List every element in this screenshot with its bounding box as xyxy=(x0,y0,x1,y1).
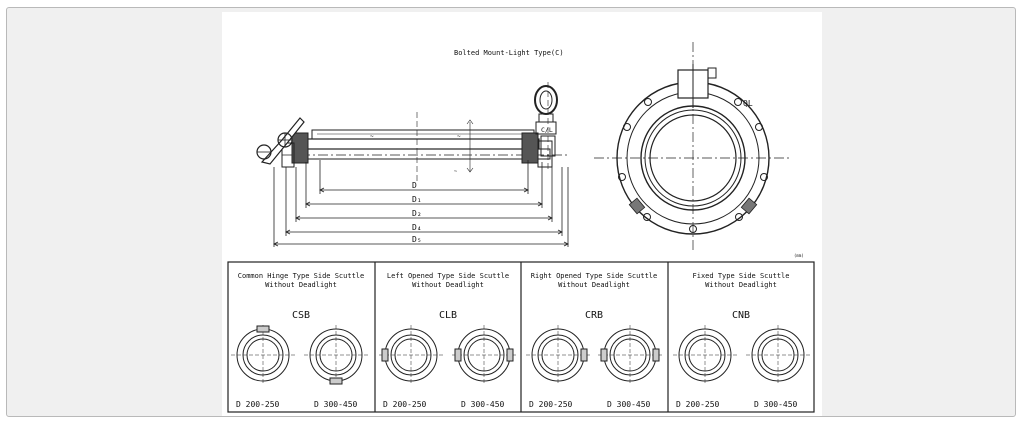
variant-subheading-cnb: Without Deadlight xyxy=(705,281,777,289)
range-small-csb: D 200-250 xyxy=(236,400,280,409)
variant-code-cnb: CNB xyxy=(732,310,750,321)
variant-code-csb: CSB xyxy=(292,310,310,321)
dim-label-d: D xyxy=(412,181,417,190)
variant-subheading-crb: Without Deadlight xyxy=(558,281,630,289)
dim-label-d4: D₄ xyxy=(412,223,422,232)
variant-subheading-clb: Without Deadlight xyxy=(412,281,484,289)
dim-label-d2: D₂ xyxy=(412,209,422,218)
side-section-view: C/L ~ ~ ~ xyxy=(256,82,567,182)
variant-heading-cnb: Fixed Type Side Scuttle xyxy=(693,272,790,280)
variant-heading-crb: Right Opened Type Side Scuttle xyxy=(531,272,657,280)
svg-text:~: ~ xyxy=(454,169,457,175)
cl-callout: C/L xyxy=(541,126,553,134)
range-large-crb: D 300-450 xyxy=(607,400,651,409)
dim-label-d5: D₅ xyxy=(412,235,422,244)
unit-label: (mm) xyxy=(794,253,804,258)
range-small-crb: D 200-250 xyxy=(529,400,573,409)
range-large-cnb: D 300-450 xyxy=(754,400,798,409)
ql-callout: QL xyxy=(743,99,753,108)
range-large-csb: D 300-450 xyxy=(314,400,358,409)
svg-text:~: ~ xyxy=(457,133,461,140)
variant-heading-csb: Common Hinge Type Side Scuttle xyxy=(238,272,364,280)
variant-code-crb: CRB xyxy=(585,310,603,321)
front-view: QL xyxy=(594,42,792,252)
svg-text:~: ~ xyxy=(370,133,374,140)
drawing-sheet: Bolted Mount-Light Type(C) xyxy=(222,12,822,416)
dimension-lines xyxy=(273,160,569,247)
range-small-cnb: D 200-250 xyxy=(676,400,720,409)
dim-label-d1: D₁ xyxy=(412,195,422,204)
drawing-title: Bolted Mount-Light Type(C) xyxy=(454,49,564,57)
scuttle-icon-row xyxy=(231,325,810,385)
variant-table xyxy=(227,261,815,413)
range-small-clb: D 200-250 xyxy=(383,400,427,409)
range-large-clb: D 300-450 xyxy=(461,400,505,409)
variant-subheading-csb: Without Deadlight xyxy=(265,281,337,289)
variant-code-clb: CLB xyxy=(439,310,457,321)
variant-heading-clb: Left Opened Type Side Scuttle xyxy=(387,272,509,280)
